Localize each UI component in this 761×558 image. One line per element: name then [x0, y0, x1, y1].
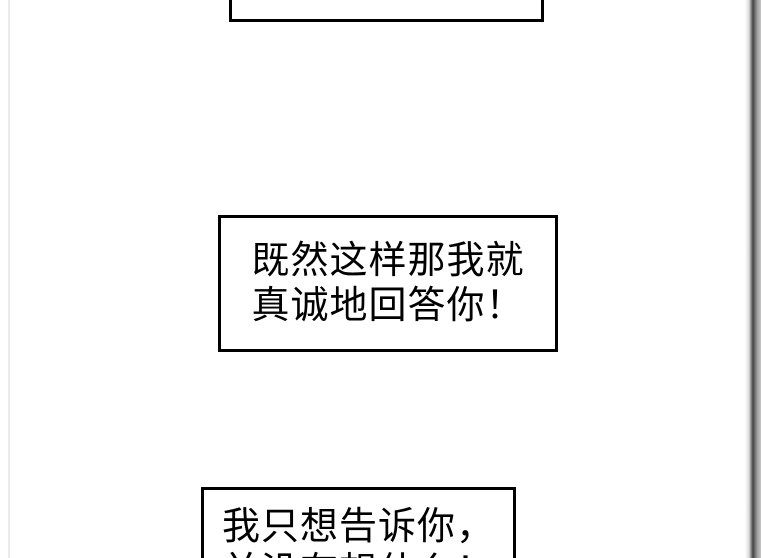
text-line: 真诚地回答你！ — [251, 284, 525, 327]
speech-bubble-top — [229, 0, 544, 22]
speech-bubble-bottom: 我只想告诉你， 并没有想什么！ — [201, 487, 516, 558]
text-line: 我只想告诉你， — [221, 506, 495, 548]
page-right-curl-shadow — [745, 0, 761, 558]
speech-bubble-middle: 既然这样那我就 真诚地回答你！ — [218, 215, 558, 352]
text-line: 既然这样那我就 — [251, 239, 525, 282]
text-line: 并没有想什么！ — [204, 550, 513, 558]
speech-bubble-bottom-text: 我只想告诉你， 并没有想什么！ — [204, 505, 513, 558]
page-left-edge-line — [8, 0, 10, 558]
speech-bubble-middle-text: 既然这样那我就 真诚地回答你！ — [221, 239, 555, 329]
